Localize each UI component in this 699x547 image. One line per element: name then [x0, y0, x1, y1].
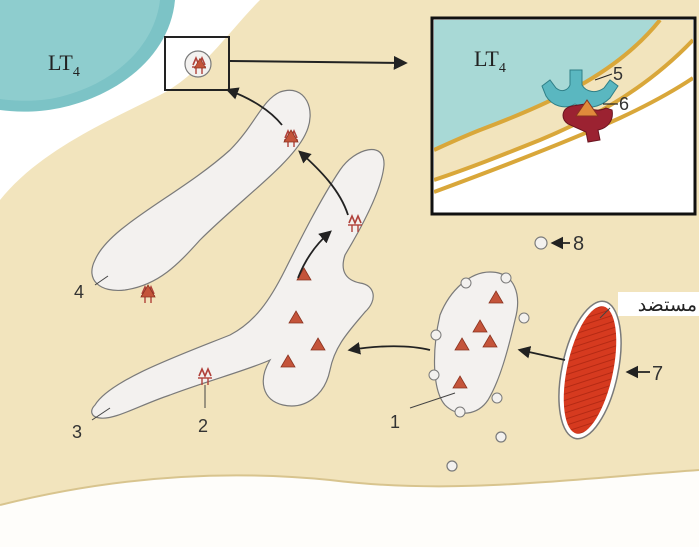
- inset-panel: LT4 5 6: [432, 18, 695, 214]
- small-vesicle: [447, 461, 457, 471]
- small-vesicle-8: [535, 237, 547, 249]
- label-4: 4: [74, 282, 84, 302]
- antigen-label: مستضد: [638, 295, 697, 316]
- small-vesicle: [496, 432, 506, 442]
- label-2: 2: [198, 416, 208, 436]
- label-7: 7: [652, 363, 663, 385]
- label-3: 3: [72, 422, 82, 442]
- label-5: 5: [613, 64, 623, 84]
- label-6: 6: [619, 94, 629, 114]
- label-8: 8: [573, 233, 584, 255]
- label-1: 1: [390, 412, 400, 432]
